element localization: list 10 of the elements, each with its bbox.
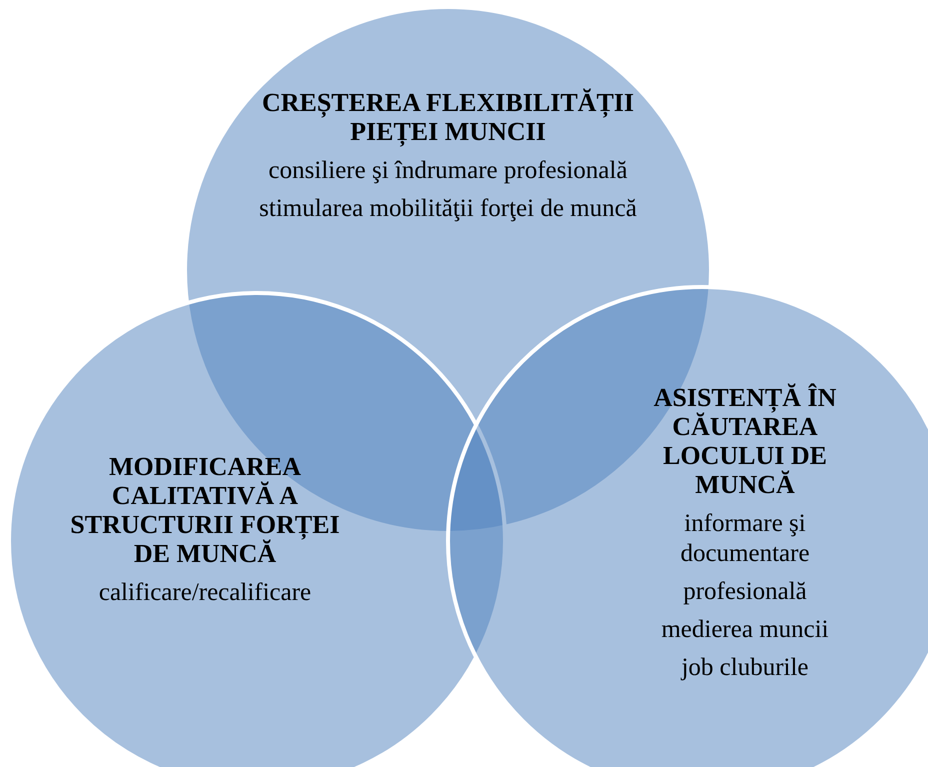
circle-heading: CREȘTEREA FLEXIBILITĂȚII PIEȚEI MUNCII bbox=[260, 88, 636, 146]
circle-heading: MODIFICAREA CALITATIVĂ A STRUCTURII FORȚEI DE MUNCĂ bbox=[69, 452, 341, 568]
circle-item: informare şi documentare bbox=[679, 509, 811, 569]
circle-heading: ASISTENȚĂ ÎN CĂUTAREA LOCULUI DE MUNCĂ bbox=[652, 383, 838, 499]
circle-item: job cluburile bbox=[680, 653, 810, 683]
circle-item: profesională bbox=[682, 577, 808, 607]
circle-item: stimularea mobilităţii forţei de muncă bbox=[258, 194, 638, 224]
circle-item: medierea muncii bbox=[660, 615, 830, 645]
circle-item: consiliere şi îndrumare profesională bbox=[268, 156, 628, 186]
circle-item: calificare/recalificare bbox=[98, 578, 312, 608]
